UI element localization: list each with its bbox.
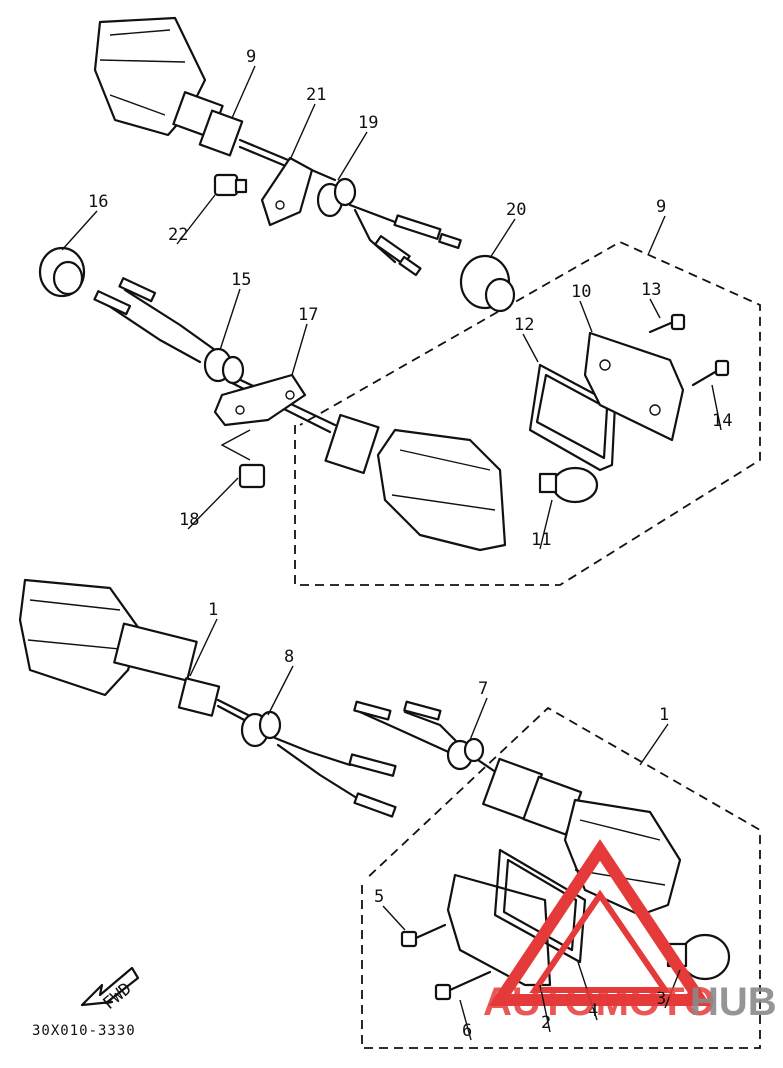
bolt-22 <box>213 173 248 197</box>
leader-line-p18 <box>187 477 239 530</box>
screw-5 <box>400 923 447 948</box>
flasher-front-right <box>482 757 682 917</box>
watermark-text-left: AUTOMOTO <box>483 980 715 1024</box>
drawing-code: 30X010-3330 <box>32 1023 136 1039</box>
screw-13 <box>648 313 686 334</box>
leader-line-p7 <box>469 697 488 741</box>
leader-line-p21 <box>289 103 316 161</box>
connector-pair-upper <box>374 214 462 277</box>
wires-front-right <box>353 700 502 777</box>
part-label-p1b: 1 <box>659 705 669 725</box>
part-label-p7: 7 <box>478 679 488 699</box>
leader-line-p3 <box>664 969 681 1009</box>
part-label-p2: 2 <box>541 1013 551 1033</box>
screw-6 <box>434 970 492 1001</box>
leader-line-p10 <box>579 300 593 333</box>
leader-line-p15 <box>219 288 241 351</box>
leader-line-p12 <box>522 333 539 363</box>
part-label-p8: 8 <box>284 647 294 667</box>
part-label-p19: 19 <box>358 113 378 133</box>
connector-pair-front-left <box>348 753 397 818</box>
part-label-p22: 22 <box>168 225 188 245</box>
flasher-rear-right <box>324 413 507 552</box>
leader-line-p9b <box>647 215 666 256</box>
bulb-11 <box>538 466 599 504</box>
part-label-p14: 14 <box>712 411 732 431</box>
grommet-7 <box>446 737 485 771</box>
flasher-rear-left <box>93 16 432 264</box>
assembly-box-rear <box>294 240 761 586</box>
leader-line-p8 <box>267 665 294 716</box>
watermark-logo <box>488 839 712 1006</box>
grommet-8 <box>240 710 282 748</box>
part-label-p3: 3 <box>656 989 666 1009</box>
part-label-p12: 12 <box>514 315 534 335</box>
part-label-p5: 5 <box>374 887 384 907</box>
assembly-box-front <box>361 706 761 1049</box>
part-label-p17: 17 <box>298 305 318 325</box>
bolt-18 <box>220 429 266 489</box>
grommet-16 <box>38 246 86 298</box>
leader-line-p1a <box>189 618 218 677</box>
leader-line-p22 <box>176 194 216 245</box>
part-label-p20: 20 <box>506 200 526 220</box>
leader-line-p16 <box>61 210 98 251</box>
leader-line-p13 <box>649 298 661 319</box>
grommet-15 <box>203 347 245 385</box>
flasher-front-left <box>18 578 362 802</box>
leader-line-p11 <box>539 499 553 550</box>
leader-line-p17 <box>291 323 308 376</box>
part-label-p6: 6 <box>462 1021 472 1041</box>
leader-line-p4 <box>577 961 598 1021</box>
part-label-p16: 16 <box>88 192 108 212</box>
part-label-p9a: 9 <box>246 47 256 67</box>
part-label-p10: 10 <box>571 282 591 302</box>
leader-line-p9a <box>231 65 256 119</box>
leader-line-p14 <box>711 384 722 431</box>
part-label-p13: 13 <box>641 280 661 300</box>
screw-14 <box>691 359 730 387</box>
leader-line-p20 <box>489 218 516 259</box>
leader-line-p5 <box>382 905 406 931</box>
gasket-4 <box>493 848 587 964</box>
part-label-p4: 4 <box>588 1001 598 1021</box>
part-label-p9b: 9 <box>656 197 666 217</box>
grommet-19 <box>316 177 357 218</box>
part-label-p1a: 1 <box>208 600 218 620</box>
bracket-21 <box>260 156 314 227</box>
leader-line-p19 <box>337 131 368 181</box>
leader-line-p1b <box>639 723 669 766</box>
part-label-p18: 18 <box>179 510 199 530</box>
watermark-text-right: HUB <box>690 980 777 1024</box>
grommet-20 <box>459 254 516 313</box>
part-label-p15: 15 <box>231 270 251 290</box>
leader-line-p6 <box>459 999 472 1041</box>
leader-line-p2 <box>539 984 551 1033</box>
part-label-p21: 21 <box>306 85 326 105</box>
leader-lines <box>61 65 722 1041</box>
lens-10 <box>583 331 685 442</box>
fwd-arrow-icon <box>80 966 140 1007</box>
part-label-p11: 11 <box>531 530 551 550</box>
